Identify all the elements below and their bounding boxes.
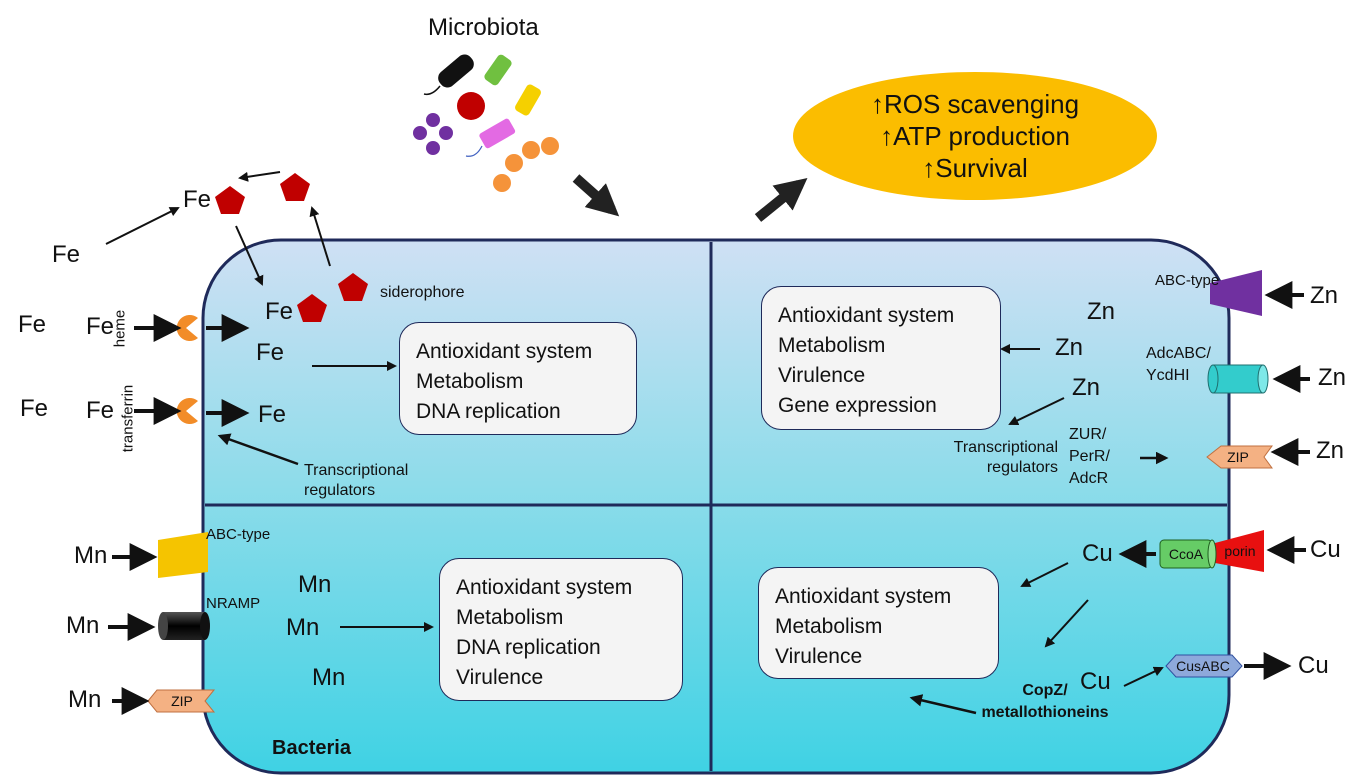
abc-type-mn-transporter <box>158 532 208 578</box>
fe-label: Fe <box>20 395 49 422</box>
arrow <box>1044 599 1089 648</box>
microbe-black-rod <box>438 54 474 88</box>
zn-label: Zn <box>1055 334 1084 361</box>
nramp-transporter <box>158 612 210 640</box>
cu-label: Cu <box>1298 652 1329 679</box>
siderophore-pentagon <box>297 294 327 322</box>
arrow <box>238 171 281 182</box>
microbe-red-coccus <box>457 92 485 120</box>
effect-atp: ↑ATP production <box>880 121 1070 151</box>
fe-label: Fe <box>86 313 115 340</box>
arrow <box>309 206 331 267</box>
bacteria-label: Bacteria <box>272 737 351 759</box>
zip-mn-transporter <box>147 689 216 713</box>
microbiota-arrow <box>572 174 620 217</box>
mn-label: Mn <box>68 686 102 713</box>
adcabc-transporter <box>1207 364 1269 394</box>
microbe-purple-cluster <box>413 113 453 155</box>
mn-label: Mn <box>74 542 108 569</box>
mn-label: Mn <box>298 571 332 598</box>
abc-type-zn-transporter <box>1210 270 1262 316</box>
cu-label: Cu <box>1080 668 1111 695</box>
arrow <box>235 225 264 286</box>
zn-label: Zn <box>1318 364 1347 391</box>
arrow <box>217 433 299 466</box>
microbe-yellow-rod <box>515 84 541 116</box>
cu-label: Cu <box>1082 540 1113 567</box>
abc-type-zn-label: ABC-type <box>1155 272 1220 289</box>
nramp-label: NRAMP <box>206 595 261 612</box>
ccoa-label: CcoA <box>1168 546 1204 562</box>
zn-label: Zn <box>1310 282 1339 309</box>
arrow <box>1020 562 1069 587</box>
cusabc-label: CusABC <box>1176 658 1230 674</box>
zip-zn-transporter <box>1206 445 1273 469</box>
mn-label: Mn <box>312 664 346 691</box>
cusabc-transporter <box>1165 654 1243 678</box>
microbiota-title: Microbiota <box>428 14 539 41</box>
fe-label: Fe <box>86 397 115 424</box>
fe-label: Fe <box>52 241 81 268</box>
microbe-pink-rod <box>479 118 516 149</box>
siderophore-pentagon <box>215 186 245 214</box>
microbe-green-rod <box>484 54 512 86</box>
fe-label: Fe <box>183 186 212 213</box>
microbe-orange-chain <box>493 137 559 192</box>
fe-label: Fe <box>256 339 285 366</box>
transferrin-label: transferrin <box>119 384 137 453</box>
arrow <box>909 694 977 715</box>
zur-perr-adcr-label: ZUR/PerR/AdcR <box>1069 426 1110 487</box>
siderophore-pentagon <box>338 273 368 301</box>
copz-metallothioneins-label: CopZ/metallothioneins <box>981 682 1109 721</box>
adcabc-label: AdcABC/YcdHI <box>1146 345 1211 384</box>
transferrin-receptor <box>176 398 198 425</box>
microbiota-cluster <box>413 54 559 192</box>
zn-label: Zn <box>1316 437 1345 464</box>
effect-survival: ↑Survival <box>922 153 1028 183</box>
cu-label: Cu <box>1310 536 1341 563</box>
arrow <box>105 207 180 245</box>
siderophore-label: siderophore <box>380 284 465 301</box>
fe-label: Fe <box>265 298 294 325</box>
porin-label: porin <box>1224 543 1256 559</box>
ccoa-transporter <box>1159 539 1217 569</box>
mn-label: Mn <box>286 614 320 641</box>
effects-arrow <box>754 177 808 222</box>
porin-transporter <box>1215 530 1264 572</box>
zip-mn-label: ZIP <box>171 693 193 709</box>
zn-label: Zn <box>1087 298 1116 325</box>
abc-type-mn-label: ABC-type <box>206 526 271 543</box>
arrow <box>1008 397 1065 426</box>
heme-receptor <box>176 315 198 341</box>
effect-ros: ↑ROS scavenging <box>870 89 1080 119</box>
fe-label: Fe <box>258 401 287 428</box>
effects-oval: ↑ROS scavenging ↑ATP production ↑Surviva… <box>793 72 1157 200</box>
zip-zn-label: ZIP <box>1227 449 1249 465</box>
mn-label: Mn <box>66 612 100 639</box>
siderophore-pentagon <box>280 173 310 201</box>
zn-label: Zn <box>1072 374 1101 401</box>
heme-label: heme <box>111 309 129 348</box>
arrow <box>1123 666 1164 687</box>
fe-label: Fe <box>18 311 47 338</box>
